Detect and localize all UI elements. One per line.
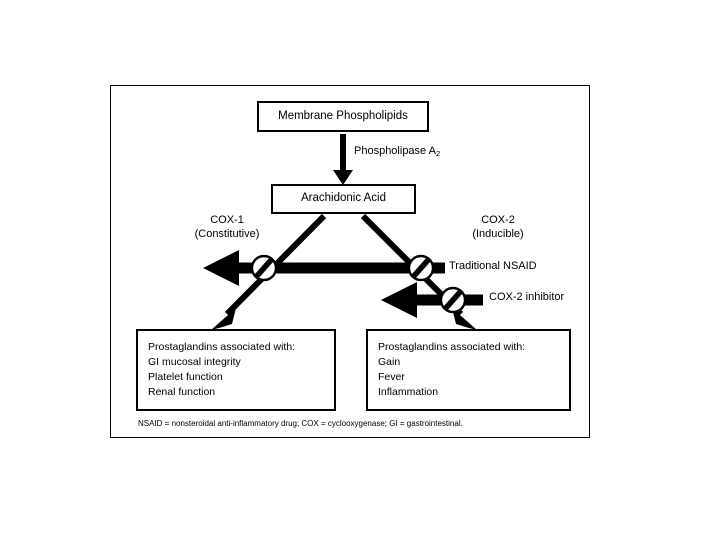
label-cox1-qualifier: (Constitutive) [194, 228, 260, 240]
label-cox2-inhibitor: COX-2 inhibitor [489, 291, 565, 303]
label-cox1: COX-1 (Constitutive) [167, 213, 287, 241]
node-membrane-phospholipids-label: Membrane Phospholipids [278, 109, 408, 122]
label-cox2: COX-2 (Inducible) [438, 213, 558, 241]
cox1-outcome-item: Renal function [148, 386, 216, 398]
edge-label-phospholipase: Phospholipase A2 [354, 144, 440, 159]
footnote: NSAID = nonsteroidal anti-inflammatory d… [138, 419, 463, 428]
label-cox2-name: COX-2 [481, 214, 515, 226]
label-traditional-nsaid: Traditional NSAID [449, 260, 537, 272]
label-cox1-name: COX-1 [210, 214, 244, 226]
edge-phospholipids-to-arachidonic [333, 134, 353, 185]
cox2-outcome-item: Fever [378, 371, 405, 383]
node-cox2-outcomes: Prostaglandins associated with: Gain Fev… [366, 329, 571, 411]
label-cox2-qualifier: (Inducible) [472, 228, 524, 240]
node-cox1-outcomes: Prostaglandins associated with: GI mucos… [136, 329, 336, 411]
node-arachidonic-acid-label: Arachidonic Acid [300, 192, 387, 205]
diagram-frame: Membrane Phospholipids Arachidonic Acid … [110, 85, 590, 438]
cox2-outcome-item: Inflammation [378, 386, 439, 398]
cox1-outcome-item: GI mucosal integrity [148, 356, 241, 368]
phospholipase-subscript: 2 [435, 149, 441, 159]
cox2-outcomes-heading: Prostaglandins associated with: [378, 341, 526, 353]
node-arachidonic-acid: Arachidonic Acid [271, 184, 416, 214]
phospholipase-text: Phospholipase A [354, 145, 436, 157]
cox1-outcome-item: Platelet function [148, 371, 223, 383]
node-membrane-phospholipids: Membrane Phospholipids [257, 101, 429, 132]
cox1-outcomes-heading: Prostaglandins associated with: [148, 341, 296, 353]
edge-traditional-nsaid [203, 250, 445, 286]
cox2-outcome-item: Gain [378, 356, 401, 368]
